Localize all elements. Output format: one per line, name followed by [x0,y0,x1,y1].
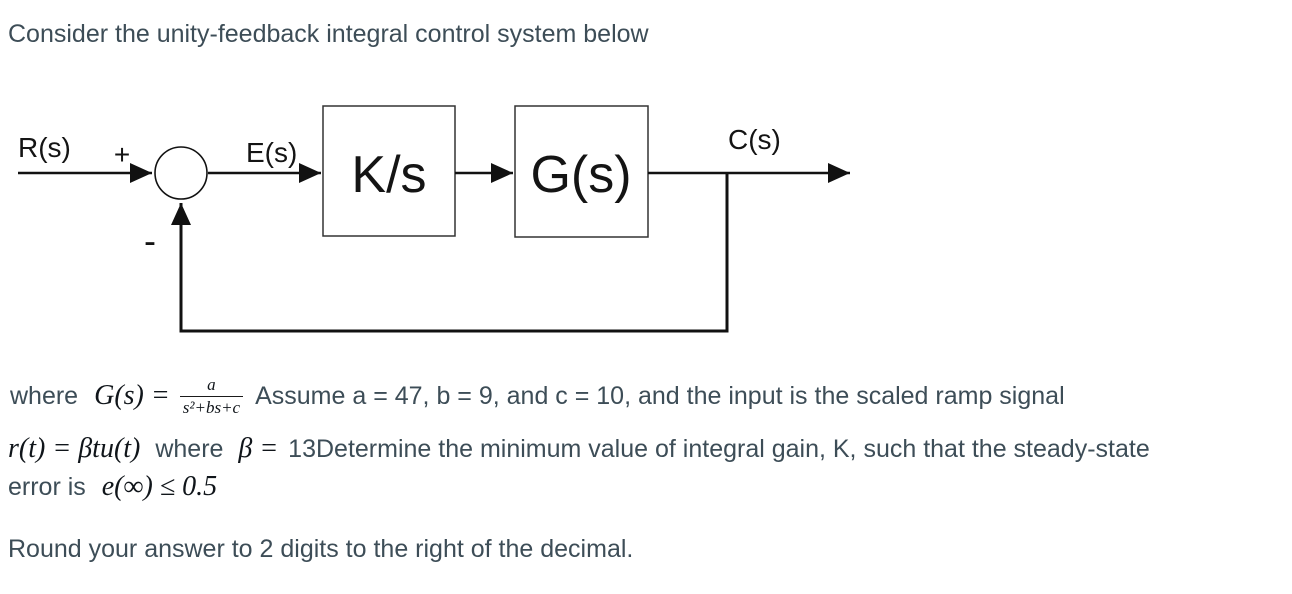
where-prefix-text: where [10,381,79,410]
summing-junction [154,146,208,200]
beta-math: β = [238,433,279,464]
error-prefix-text: error is [8,473,86,501]
ramp-input-line: r(t) = βtu(t) where β = 13Determine the … [8,430,1150,468]
fraction-numerator: a [207,374,216,394]
integrator-block-label: K/s [351,146,426,204]
plant-block [514,105,649,238]
input-signal-label: R(s) [18,132,71,163]
determine-text: 13Determine the minimum value of integra… [288,435,1150,463]
transfer-function-fraction: a s²+bs+c [179,374,244,418]
rounding-instruction: Round your answer to 2 digits to the rig… [8,535,634,563]
error-bound-math: e(∞) ≤ 0.5 [101,471,218,502]
minus-sign-label: - [144,220,156,261]
equation-line: where G(s) = a s²+bs+c Assume a = 47, b … [10,368,1065,424]
plant-block-label: G(s) [530,146,631,204]
ramp-signal-math: r(t) = βtu(t) [8,433,141,464]
output-signal-label: C(s) [728,124,781,155]
problem-title: Consider the unity-feedback integral con… [8,20,649,48]
steady-state-error-line: error is e(∞) ≤ 0.5 [8,468,217,506]
where-mid-text: where [155,435,224,463]
integrator-block [322,105,456,237]
fraction-denominator: s²+bs+c [179,395,244,418]
block-diagram: R(s) + - E(s) K/s G(s) C(s) [18,105,850,333]
plus-sign-label: + [114,139,130,170]
error-signal-label: E(s) [246,137,297,168]
transfer-function-lhs: G(s) = [94,380,170,411]
feedback-path-arrow [171,174,729,333]
assume-values-text: Assume a = 47, b = 9, and c = 10, and th… [255,381,1065,410]
